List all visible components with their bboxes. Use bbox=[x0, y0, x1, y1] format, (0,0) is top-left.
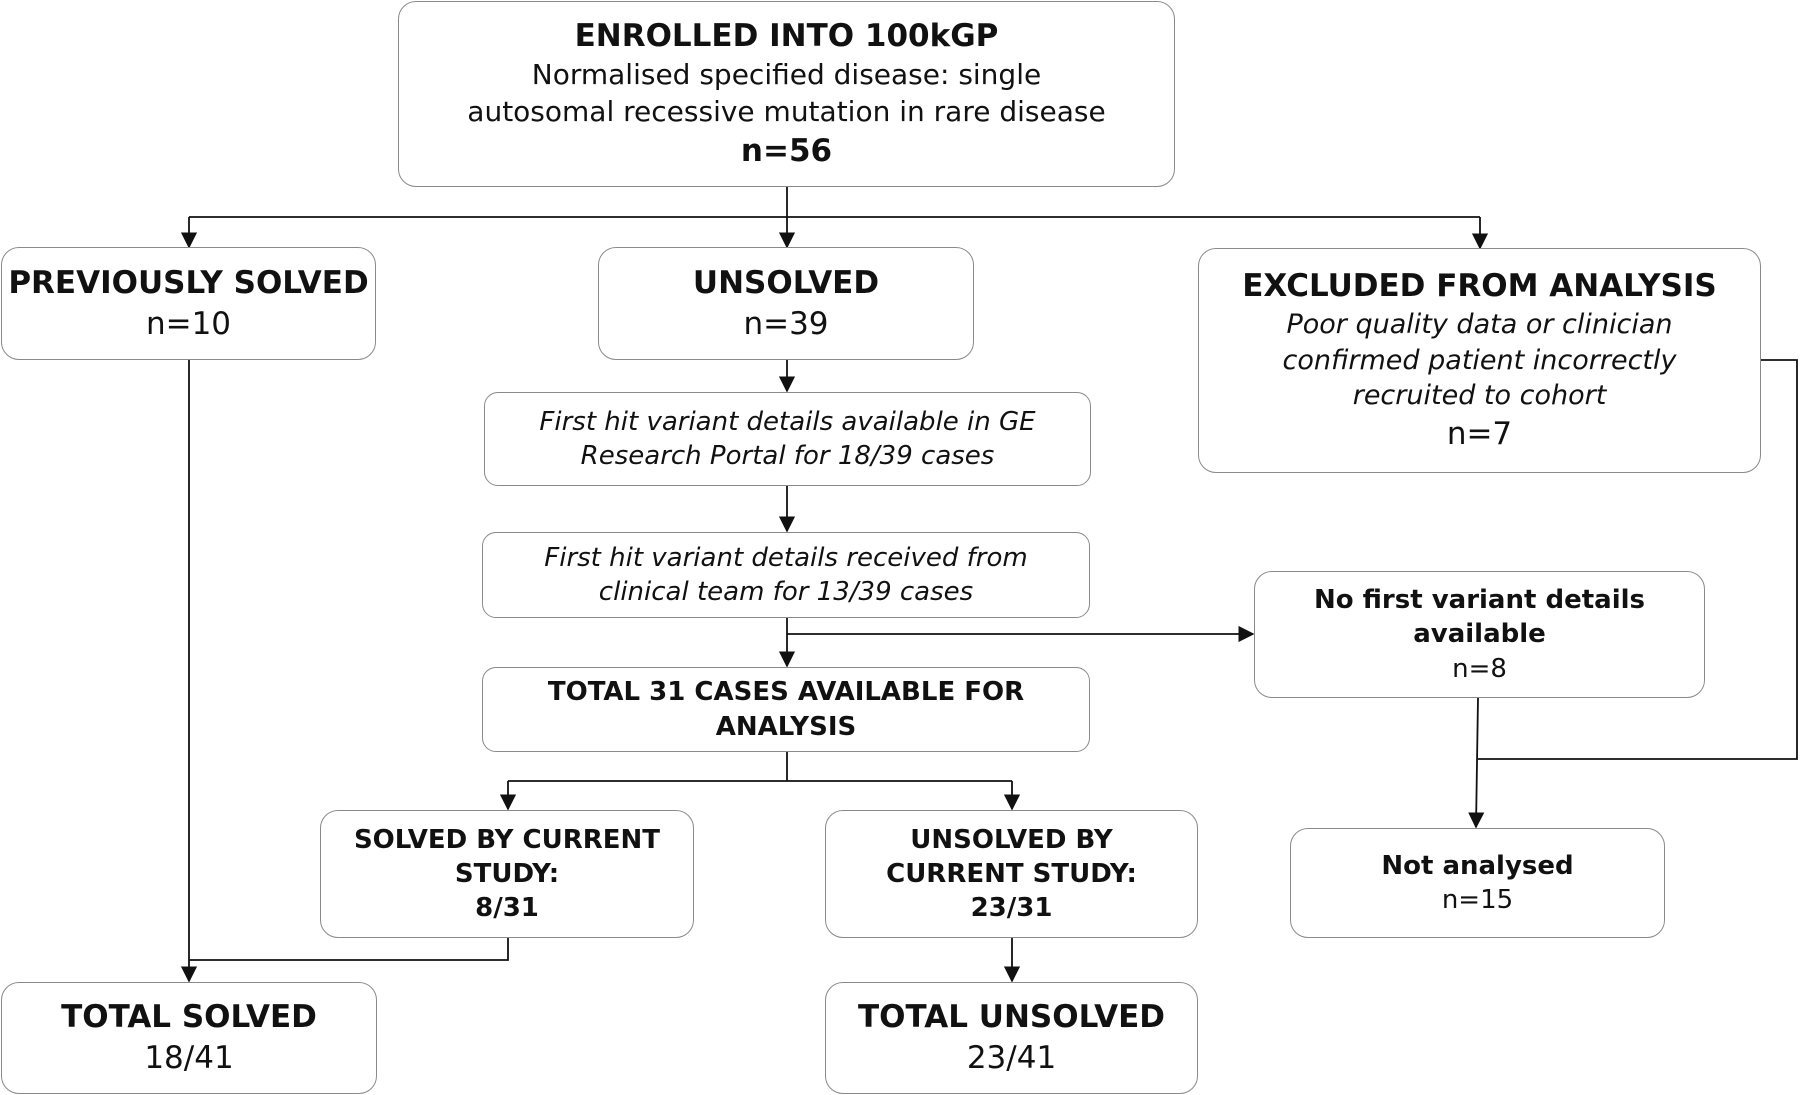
no-first-variant-count: n=8 bbox=[1452, 653, 1507, 684]
total-solved-title: TOTAL SOLVED bbox=[61, 999, 317, 1036]
not-analysed-box: Not analysed n=15 bbox=[1290, 828, 1665, 938]
previously-solved-title: PREVIOUSLY SOLVED bbox=[8, 264, 369, 301]
total-solved-box: TOTAL SOLVED 18/41 bbox=[1, 982, 377, 1094]
total-solved-count: 18/41 bbox=[144, 1040, 234, 1076]
solved-current-line-2: STUDY: bbox=[454, 858, 560, 889]
ge-portal-line-1: First hit variant details available in G… bbox=[539, 406, 1036, 437]
solved-current-line-1: SOLVED BY CURRENT bbox=[353, 824, 661, 855]
enrolled-line-1: Normalised specified disease: single bbox=[531, 58, 1042, 92]
unsolved-current-count: 23/31 bbox=[970, 893, 1053, 924]
excluded-title: EXCLUDED FROM ANALYSIS bbox=[1242, 268, 1717, 305]
excluded-count: n=7 bbox=[1446, 415, 1513, 452]
total-available-box: TOTAL 31 CASES AVAILABLE FOR ANALYSIS bbox=[482, 667, 1090, 752]
not-analysed-count: n=15 bbox=[1441, 885, 1514, 915]
clinical-team-line-2: clinical team for 13/39 cases bbox=[598, 577, 974, 607]
ge-portal-line-2: Research Portal for 18/39 cases bbox=[580, 441, 995, 471]
solved-current-count: 8/31 bbox=[475, 893, 539, 924]
enrolled-count: n=56 bbox=[740, 132, 833, 169]
unsolved-current-box: UNSOLVED BY CURRENT STUDY: 23/31 bbox=[825, 810, 1198, 938]
arrow-to-not-analysed bbox=[1468, 697, 1485, 829]
solved-current-box: SOLVED BY CURRENT STUDY: 8/31 bbox=[320, 810, 694, 938]
clinical-team-line-1: First hit variant details received from bbox=[544, 542, 1028, 573]
no-first-variant-line-2: available bbox=[1413, 619, 1546, 650]
unsolved-current-line-2: CURRENT STUDY: bbox=[886, 858, 1137, 889]
total-unsolved-box: TOTAL UNSOLVED 23/41 bbox=[825, 982, 1198, 1094]
total-available-line-1: TOTAL 31 CASES AVAILABLE FOR bbox=[547, 677, 1025, 708]
connector-solved-current-to-total bbox=[189, 938, 509, 961]
no-first-variant-line-1: No first variant details bbox=[1313, 585, 1645, 616]
clinical-team-box: First hit variant details received from … bbox=[482, 532, 1090, 618]
enrolled-box: ENROLLED INTO 100kGP Normalised specifie… bbox=[398, 1, 1175, 187]
previously-solved-box: PREVIOUSLY SOLVED n=10 bbox=[1, 247, 376, 360]
unsolved-box: UNSOLVED n=39 bbox=[598, 247, 974, 360]
not-analysed-title: Not analysed bbox=[1381, 850, 1574, 881]
excluded-line-2: confirmed patient incorrectly bbox=[1282, 344, 1677, 376]
excluded-line-1: Poor quality data or clinician bbox=[1286, 309, 1673, 341]
total-unsolved-title: TOTAL UNSOLVED bbox=[858, 999, 1165, 1036]
total-unsolved-count: 23/41 bbox=[966, 1040, 1057, 1076]
no-first-variant-box: No first variant details available n=8 bbox=[1254, 571, 1705, 698]
ge-portal-box: First hit variant details available in G… bbox=[484, 392, 1091, 486]
unsolved-count: n=39 bbox=[743, 305, 829, 342]
previously-solved-count: n=10 bbox=[145, 305, 232, 342]
unsolved-title: UNSOLVED bbox=[692, 264, 880, 301]
excluded-box: EXCLUDED FROM ANALYSIS Poor quality data… bbox=[1198, 248, 1761, 473]
connector-excluded-right bbox=[1478, 359, 1798, 760]
enrolled-line-2: autosomal recessive mutation in rare dis… bbox=[467, 95, 1106, 128]
total-available-line-2: ANALYSIS bbox=[715, 711, 857, 742]
excluded-line-3: recruited to cohort bbox=[1352, 380, 1607, 412]
unsolved-current-line-1: UNSOLVED BY bbox=[910, 824, 1113, 855]
enrolled-title: ENROLLED INTO 100kGP bbox=[574, 18, 999, 55]
